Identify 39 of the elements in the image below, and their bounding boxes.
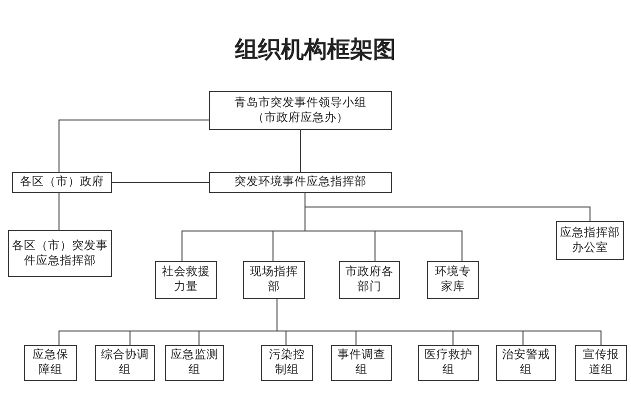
connector-line: [304, 192, 462, 262]
connector-line: [58, 192, 60, 230]
org-unit-box: [209, 91, 392, 130]
unit-name: 宣传报道组: [582, 348, 620, 378]
connector-line: [300, 130, 301, 172]
unit-name: 青岛市突发事件领导小组: [234, 96, 366, 110]
org-unit-box: [8, 230, 112, 277]
unit-name: 应急保障组: [32, 348, 70, 378]
unit-name: 各区（市）突发事件应急指挥部: [11, 238, 109, 268]
org-unit-box: [209, 172, 392, 193]
unit-name: 污染控制组: [268, 348, 306, 378]
unit-name: 综合协调组: [100, 348, 150, 378]
connector-line: [58, 120, 210, 172]
org-unit-box: [24, 345, 77, 381]
unit-name: 环境专家库: [434, 265, 472, 295]
unit-name: 应急监测组: [170, 348, 220, 378]
unit-subtitle: （市政府应急办）: [252, 110, 348, 126]
unit-name: 现场指挥部: [249, 265, 299, 295]
unit-name: 应急指挥部办公室: [559, 226, 621, 256]
org-unit-box: [95, 345, 155, 381]
org-unit-box: [331, 345, 392, 381]
org-unit-box: [418, 345, 479, 381]
org-unit-box: [261, 345, 313, 381]
org-unit-box: [12, 172, 112, 193]
unit-name: 社会救援力量: [161, 265, 211, 295]
chart-title: 组织机构框架图: [234, 36, 397, 65]
unit-name: 事件调查组: [336, 348, 386, 378]
org-unit-box: [575, 345, 627, 381]
org-unit-box: [243, 261, 305, 299]
connector-line: [112, 182, 210, 183]
org-unit-box: [155, 261, 217, 299]
unit-name: 医疗救护组: [424, 348, 474, 378]
org-unit-box: [496, 345, 556, 381]
unit-name: 各区（市）政府: [20, 175, 104, 190]
unit-name: 市政府各部门: [344, 265, 394, 295]
unit-name: 治安警戒组: [501, 348, 551, 378]
org-unit-box: [339, 261, 400, 299]
unit-name: 突发环境事件应急指挥部: [234, 175, 366, 190]
org-unit-box: [427, 261, 479, 299]
